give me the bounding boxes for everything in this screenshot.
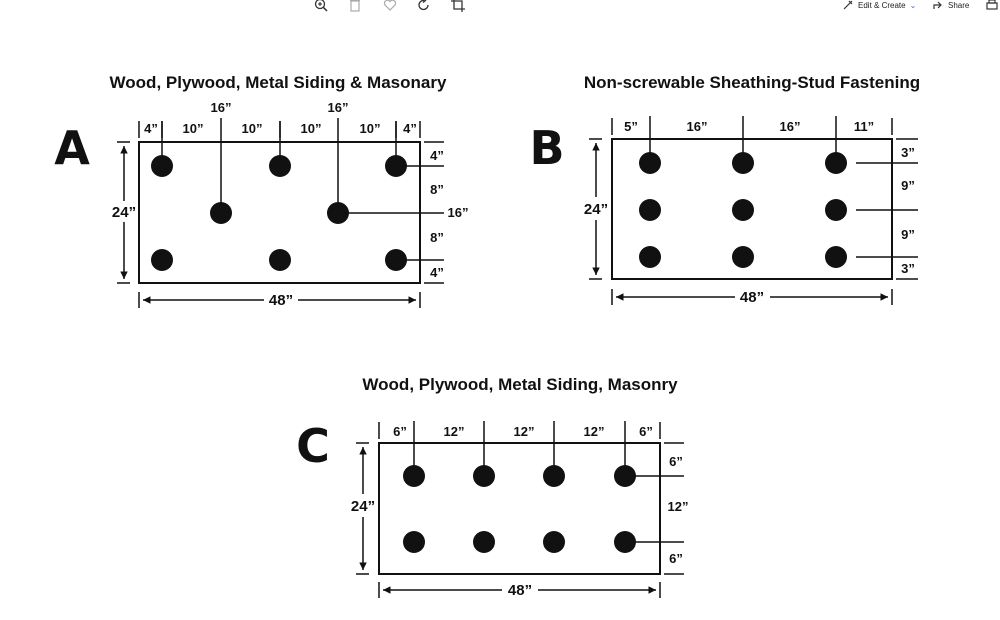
panel-b: Non-screwable Sheathing-Stud Fastening B… bbox=[529, 73, 920, 306]
fastener bbox=[473, 531, 495, 553]
fastener bbox=[639, 246, 661, 268]
panel-b-title: Non-screwable Sheathing-Stud Fastening bbox=[584, 73, 920, 92]
fastener bbox=[151, 155, 173, 177]
fastener bbox=[825, 152, 847, 174]
share-icon bbox=[933, 1, 942, 9]
panel-c-height-label: 24” bbox=[351, 498, 375, 515]
panel-a-stud-spacing-2: 16” bbox=[328, 100, 349, 115]
panel-a: Wood, Plywood, Metal Siding & Masonary A… bbox=[54, 73, 468, 309]
panel-b-board bbox=[611, 138, 893, 280]
panel-a-letter: A bbox=[54, 121, 90, 175]
panel-c-right-ticks bbox=[625, 442, 684, 575]
panel-c-width-dim bbox=[378, 582, 661, 598]
panel-b-height-dim bbox=[589, 138, 602, 280]
panel-a-width-label: 48” bbox=[269, 292, 293, 309]
fastener bbox=[403, 531, 425, 553]
fastener bbox=[732, 246, 754, 268]
panel-c-height-dim bbox=[356, 442, 369, 575]
panel-c-fasteners bbox=[403, 465, 636, 553]
panel-b-right-seg-3: 9” bbox=[901, 227, 915, 242]
panel-b-right-seg-2: 9” bbox=[901, 178, 915, 193]
fastener bbox=[732, 199, 754, 221]
share-button[interactable]: Share bbox=[932, 0, 969, 12]
panel-a-title: Wood, Plywood, Metal Siding & Masonary bbox=[110, 73, 447, 92]
panel-c-right-seg-1: 6” bbox=[669, 454, 683, 469]
chevron-down-icon: ⌄ bbox=[909, 0, 917, 10]
panel-c-top-seg-3: 12” bbox=[514, 424, 535, 439]
edit-create-button[interactable]: Edit & Create ⌄ bbox=[842, 0, 916, 12]
panel-a-top-seg-6: 4” bbox=[403, 121, 417, 136]
viewer-toolbar: Edit & Create ⌄ Share bbox=[0, 0, 1000, 14]
panel-b-right-ticks bbox=[856, 138, 918, 280]
fastener bbox=[151, 249, 173, 271]
panel-a-height-label: 24” bbox=[112, 204, 136, 221]
fastener bbox=[639, 199, 661, 221]
panel-a-stud-spacing-1: 16” bbox=[211, 100, 232, 115]
panel-a-top-seg-1: 4” bbox=[144, 121, 158, 136]
panel-a-right-seg-2: 8” bbox=[430, 182, 444, 197]
panel-c-top-seg-4: 12” bbox=[584, 424, 605, 439]
panel-b-top-seg-1: 5” bbox=[624, 119, 638, 134]
panel-a-width-dim bbox=[138, 292, 421, 308]
panel-c-top-seg-1: 6” bbox=[393, 424, 407, 439]
panel-a-top-seg-4: 10” bbox=[301, 121, 322, 136]
panel-c-board bbox=[378, 442, 661, 575]
fastener bbox=[543, 465, 565, 487]
panel-b-fasteners bbox=[639, 152, 847, 268]
fastener bbox=[825, 246, 847, 268]
panel-a-right-seg-3: 8” bbox=[430, 230, 444, 245]
fastener bbox=[639, 152, 661, 174]
panel-c: Wood, Plywood, Metal Siding, Masonry C 6… bbox=[296, 375, 688, 599]
panel-a-right-ticks bbox=[338, 141, 444, 284]
panel-b-letter: B bbox=[529, 121, 564, 175]
panel-a-right-seg-4: 4” bbox=[430, 265, 444, 280]
panel-b-height-label: 24” bbox=[584, 201, 608, 218]
panel-a-top-seg-2: 10” bbox=[183, 121, 204, 136]
panel-c-right-seg-3: 6” bbox=[669, 551, 683, 566]
favorite-icon[interactable] bbox=[382, 0, 398, 13]
delete-icon[interactable] bbox=[347, 0, 363, 13]
panel-a-top-seg-5: 10” bbox=[360, 121, 381, 136]
panel-c-title: Wood, Plywood, Metal Siding, Masonry bbox=[362, 375, 678, 394]
print-icon[interactable] bbox=[984, 0, 1000, 13]
panel-c-top-seg-2: 12” bbox=[444, 424, 465, 439]
panel-b-top-seg-2: 16” bbox=[687, 119, 708, 134]
panel-b-width-dim bbox=[611, 289, 893, 305]
panel-c-width-label: 48” bbox=[508, 582, 532, 599]
fastener bbox=[403, 465, 425, 487]
fastener bbox=[473, 465, 495, 487]
panel-b-right-seg-4: 3” bbox=[901, 261, 915, 276]
panel-b-top-seg-3: 16” bbox=[780, 119, 801, 134]
zoom-in-icon[interactable] bbox=[313, 0, 329, 13]
panel-c-right-seg-2: 12” bbox=[668, 499, 689, 514]
panel-a-top-seg-3: 10” bbox=[242, 121, 263, 136]
rotate-icon[interactable] bbox=[416, 0, 432, 13]
crop-icon[interactable] bbox=[450, 0, 466, 13]
panel-a-height-dim bbox=[117, 141, 130, 284]
panel-b-width-label: 48” bbox=[740, 289, 764, 306]
fastener bbox=[269, 249, 291, 271]
panel-b-top-seg-4: 11” bbox=[854, 119, 874, 134]
fastener bbox=[543, 531, 565, 553]
edit-create-label: Edit & Create bbox=[858, 0, 906, 10]
fastener bbox=[732, 152, 754, 174]
panel-b-right-seg-1: 3” bbox=[901, 145, 915, 160]
panel-a-right-callout: 16” bbox=[448, 205, 469, 220]
fastener bbox=[825, 199, 847, 221]
panel-c-top-seg-5: 6” bbox=[639, 424, 653, 439]
panel-c-letter: C bbox=[296, 419, 330, 473]
fastener bbox=[210, 202, 232, 224]
edit-create-icon bbox=[843, 0, 853, 10]
share-label: Share bbox=[948, 0, 970, 10]
panel-a-right-seg-1: 4” bbox=[430, 148, 444, 163]
fastener bbox=[269, 155, 291, 177]
